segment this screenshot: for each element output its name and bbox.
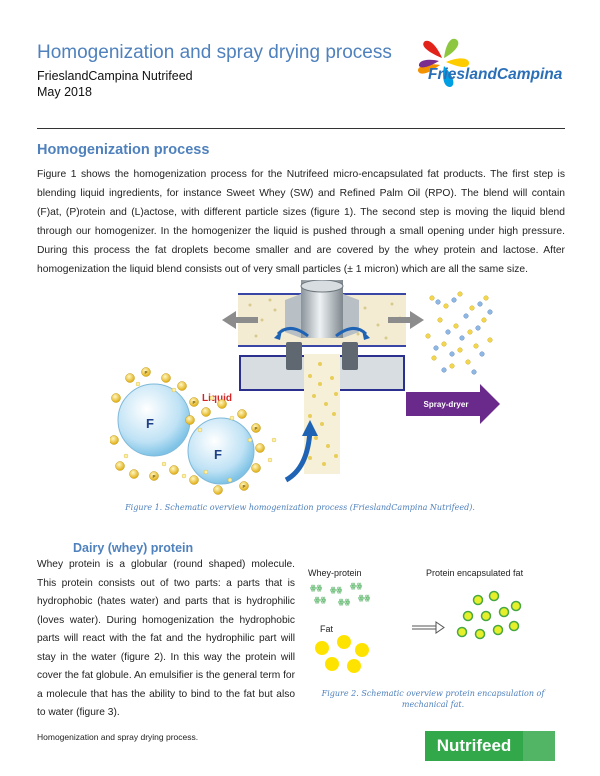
homogenization-paragraph: Figure 1 shows the homogenization proces… — [37, 169, 565, 275]
svg-text:ꙮꙮ: ꙮꙮ — [330, 586, 342, 594]
document-date: May 2018 — [37, 85, 92, 99]
figure-1-homogenization-diagram: Liquid F F P P P P P — [109, 279, 500, 495]
nutrifeed-logo-tagline-block — [523, 731, 555, 761]
protein-label: P — [152, 474, 155, 479]
nutrifeed-logo: Nutrifeed — [425, 731, 523, 761]
protein-label: P — [144, 370, 147, 375]
logo-wordmark: FrieslandCampina — [428, 66, 563, 83]
whey-protein-label: Whey-protein — [308, 568, 362, 578]
fat-label-1: F — [146, 416, 154, 431]
spray-dryer-label: Spray-dryer — [424, 400, 469, 409]
company-name: FrieslandCampina Nutrifeed — [37, 69, 193, 83]
figure-2-caption: Figure 2. Schematic overview protein enc… — [321, 689, 545, 709]
figure-1-caption: Figure 1. Schematic overview homogenizat… — [125, 503, 475, 512]
protein-label: P — [242, 484, 245, 489]
svg-text:ꙮꙮ: ꙮꙮ — [350, 582, 362, 590]
footer-text: Homogenization and spray drying process. — [37, 732, 199, 742]
frieslandcampina-logo: FrieslandCampina — [392, 22, 567, 102]
section-heading-whey-protein: Dairy (whey) protein — [73, 541, 194, 555]
page-title: Homogenization and spray drying process — [37, 42, 392, 63]
fat-label-2: F — [214, 447, 222, 462]
whey-protein-paragraph: Whey protein is a globular (round shaped… — [37, 559, 295, 718]
svg-text:ꙮꙮ: ꙮꙮ — [338, 598, 350, 606]
protein-label: P — [254, 426, 257, 431]
header-divider — [37, 128, 565, 129]
section-heading-homogenization: Homogenization process — [37, 142, 210, 158]
svg-text:ꙮꙮ: ꙮꙮ — [358, 594, 370, 602]
svg-text:ꙮꙮ: ꙮꙮ — [314, 596, 326, 604]
protein-encapsulated-fat-label: Protein encapsulated fat — [426, 568, 524, 578]
star-logo-icon — [417, 38, 470, 87]
svg-text:ꙮꙮ: ꙮꙮ — [310, 584, 322, 592]
liquid-label: Liquid — [202, 393, 232, 404]
protein-label: P — [192, 400, 195, 405]
fat-label: Fat — [320, 624, 334, 634]
